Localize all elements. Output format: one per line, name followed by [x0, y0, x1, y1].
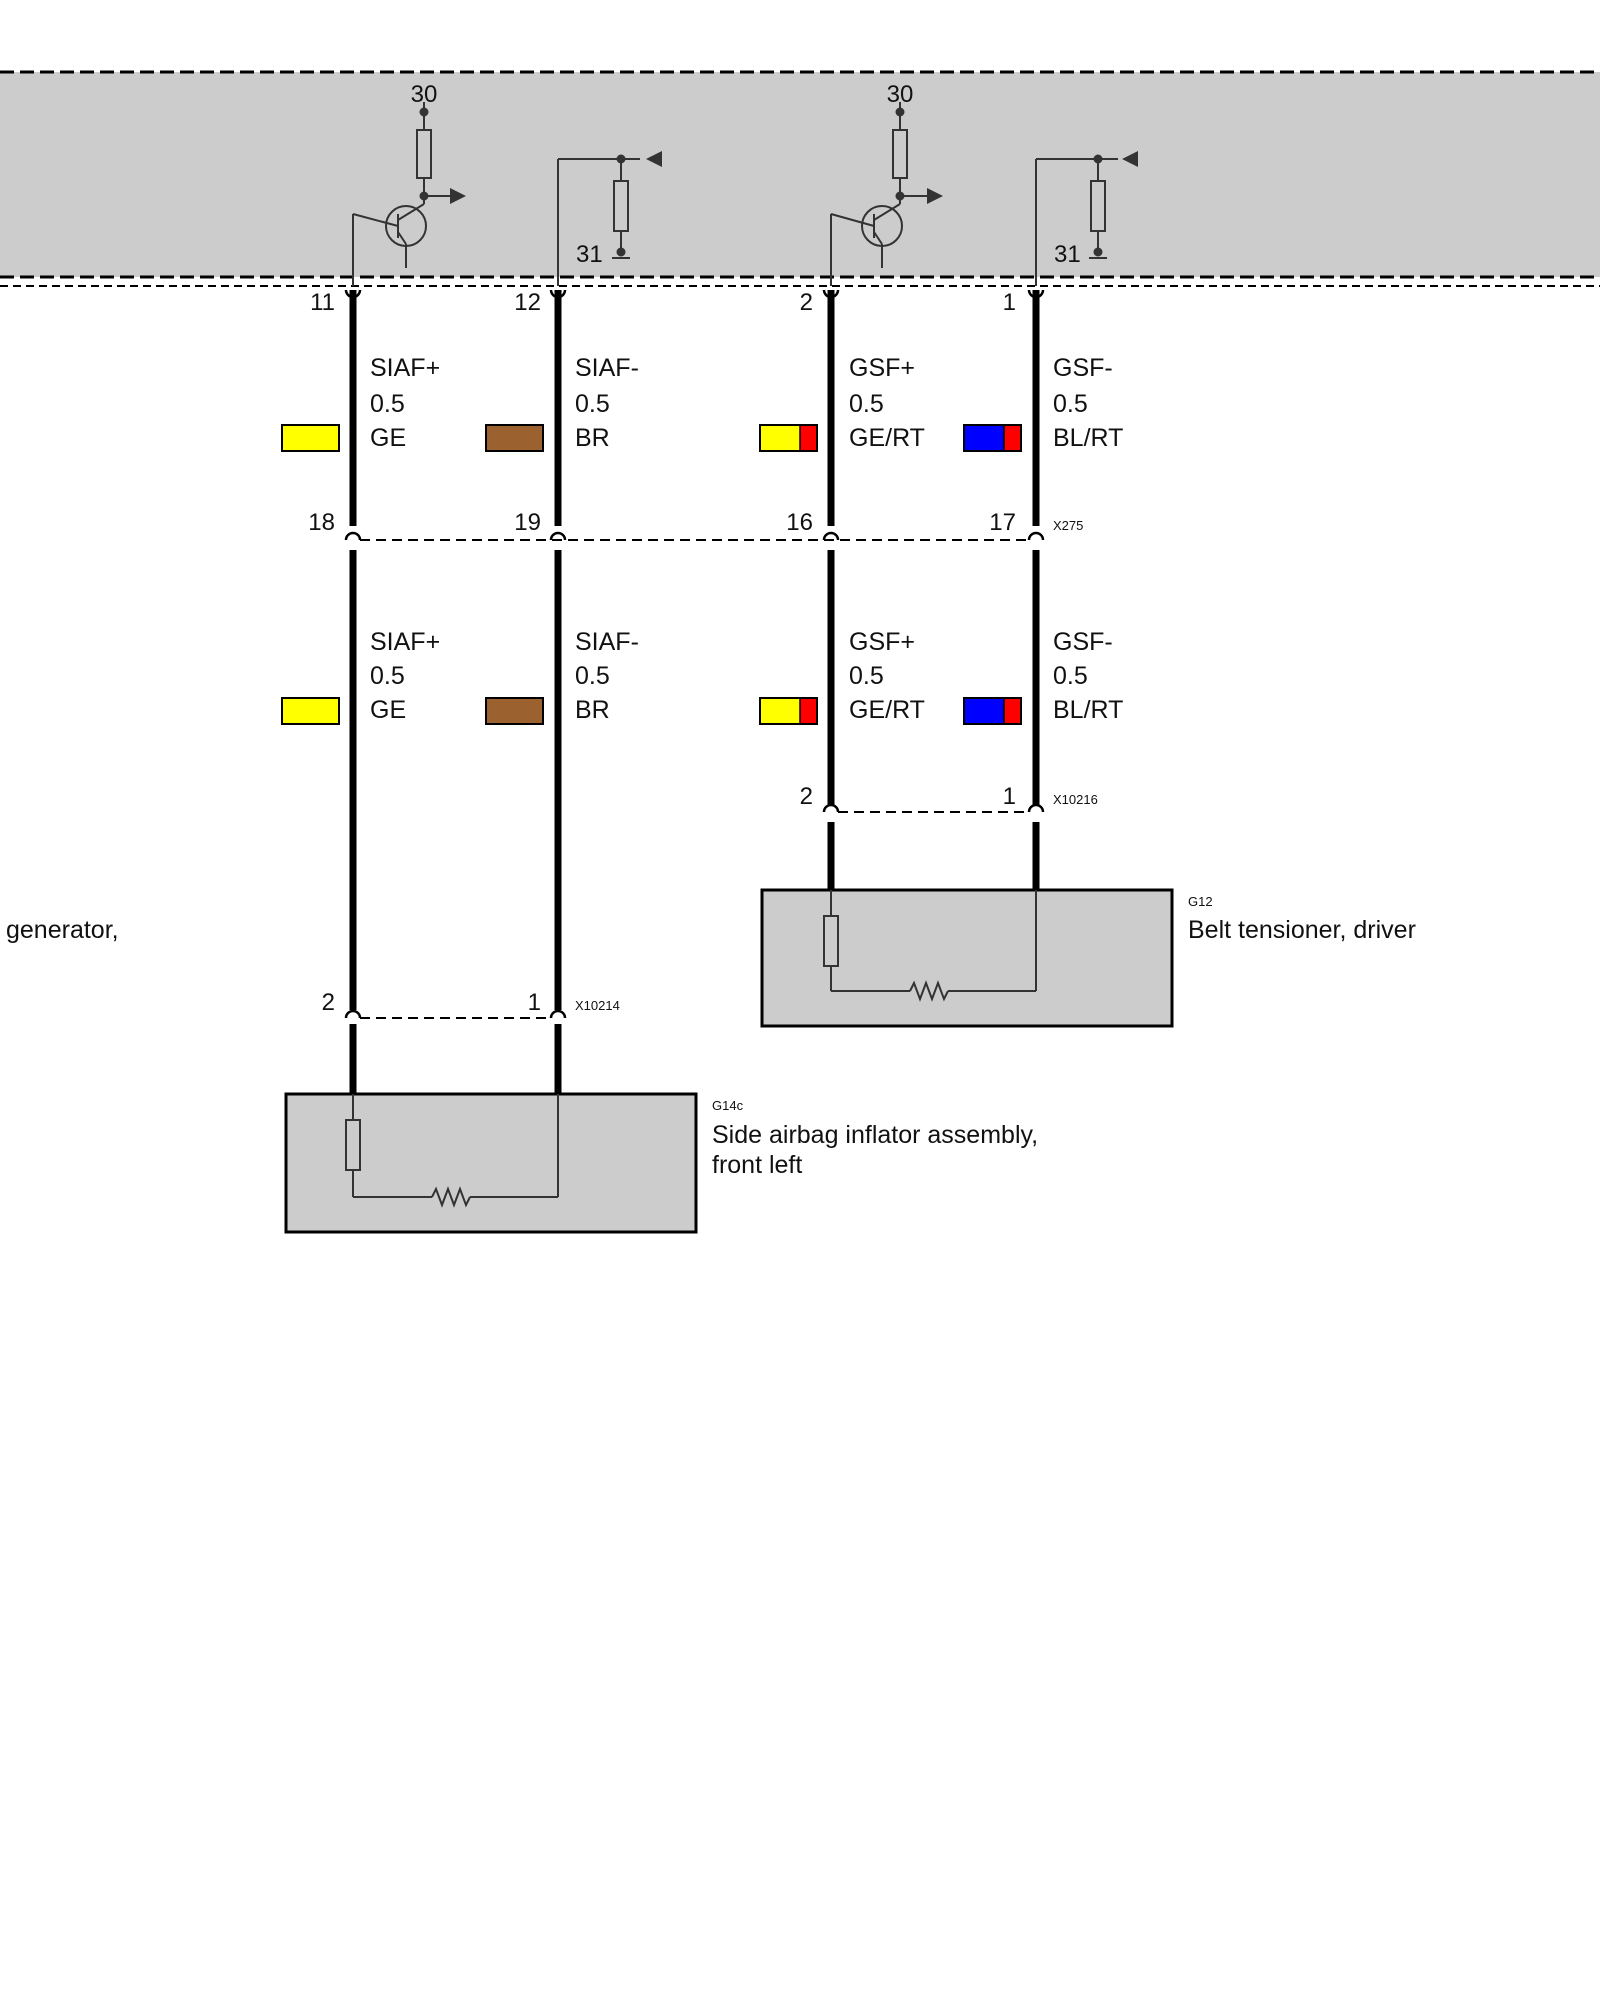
pin-number: 18 [308, 509, 335, 536]
wire-color-code: GE [370, 424, 406, 452]
wire-color-swatch-frame [759, 424, 818, 452]
transistor-output-stage-icon [830, 102, 943, 286]
wire-color-swatch [485, 697, 544, 725]
wire-color-code: BL/RT [1053, 696, 1123, 724]
pin-number: 1 [528, 989, 541, 1016]
pin-number: 2 [800, 289, 813, 316]
control-unit-body [0, 72, 1600, 277]
component-name-line2: front left [712, 1151, 802, 1179]
wire-label-group-upper: SIAF+ 0.5 GE SIAF- 0.5 BR GSF+ 0.5 GE/RT… [370, 354, 1123, 452]
component-code: G14c [712, 1098, 744, 1113]
wire-color-code: BR [575, 696, 610, 724]
wire-gauge-label: 0.5 [370, 390, 405, 418]
connector-label-x10214: X10214 [575, 998, 620, 1013]
wire-signal-label: GSF- [1053, 354, 1113, 382]
wire-color-swatch-primary [760, 698, 800, 724]
component-name-line1: Side airbag inflator assembly, [712, 1121, 1038, 1149]
pin-number: 16 [786, 509, 813, 536]
wire-signal-label: GSF+ [849, 354, 915, 382]
component-g12: G12 Belt tensioner, driver [760, 888, 1416, 1028]
wire-gauge-label: 0.5 [1053, 662, 1088, 690]
wire-color-code: GE [370, 696, 406, 724]
pin-terminals [344, 289, 1045, 1019]
wire-color-code: BR [575, 424, 610, 452]
wire-color-swatch-stripe [1004, 698, 1021, 724]
wire-gauge-label: 0.5 [849, 390, 884, 418]
wire-gauge-label: 0.5 [575, 390, 610, 418]
wire-color-swatch-stripe [800, 698, 817, 724]
wire-color-swatch-frame [963, 424, 1022, 452]
component-code: G12 [1188, 894, 1213, 909]
wire-color-swatches [281, 424, 1022, 725]
resistor-ground-stage-icon [1035, 151, 1138, 286]
wire-gauge-label: 0.5 [575, 662, 610, 690]
truncated-component-label: generator, [6, 916, 119, 944]
ground-label-31-a: 31 [576, 241, 603, 268]
wire-signal-label: GSF- [1053, 628, 1113, 656]
control-unit: 30 31 [0, 70, 1600, 287]
wire-color-code: BL/RT [1053, 424, 1123, 452]
squib-resistor-icon [823, 890, 1037, 1002]
pin-number: 2 [322, 989, 335, 1016]
wire-signal-label: SIAF+ [370, 354, 440, 382]
wire-signal-label: SIAF- [575, 354, 639, 382]
wire-color-swatch-frame [963, 697, 1022, 725]
connector-label-x10216: X10216 [1053, 792, 1098, 807]
pin-number: 1 [1003, 289, 1016, 316]
pin-number: 11 [310, 289, 335, 316]
component-name: Belt tensioner, driver [1188, 916, 1416, 944]
pin-number: 19 [514, 509, 541, 536]
wire-color-swatch-primary [964, 425, 1004, 451]
wire-bundle [349, 290, 1040, 1094]
pin-number: 12 [514, 289, 541, 316]
ground-label-31-b: 31 [1054, 241, 1081, 268]
squib-resistor-icon [345, 1094, 559, 1208]
pin-number: 1 [1003, 783, 1016, 810]
pin-number: 17 [989, 509, 1016, 536]
wire-color-swatch-primary [964, 698, 1004, 724]
resistor-ground-stage-icon [557, 151, 662, 286]
wire-color-swatch-primary [760, 425, 800, 451]
wire-signal-label: SIAF+ [370, 628, 440, 656]
pin-number: 2 [800, 783, 813, 810]
wire-signal-label: GSF+ [849, 628, 915, 656]
supply-label-30-a: 30 [411, 81, 438, 108]
wire-color-code: GE/RT [849, 696, 925, 724]
wire-color-swatch-stripe [1004, 425, 1021, 451]
wire-gauge-label: 0.5 [370, 662, 405, 690]
wire-color-swatch-stripe [800, 425, 817, 451]
wire-label-group-lower: SIAF+ 0.5 GE SIAF- 0.5 BR GSF+ 0.5 GE/RT… [370, 628, 1123, 724]
component-g14c: G14c Side airbag inflator assembly, fron… [284, 1092, 1038, 1234]
transistor-output-stage-icon [352, 102, 466, 286]
wire-color-swatch-frame [759, 697, 818, 725]
connector-label-x275: X275 [1053, 518, 1083, 533]
wire-color-code: GE/RT [849, 424, 925, 452]
supply-label-30-b: 30 [887, 81, 914, 108]
wire-gauge-label: 0.5 [1053, 390, 1088, 418]
wire-color-swatch [281, 697, 340, 725]
wire-gauge-label: 0.5 [849, 662, 884, 690]
wire-signal-label: SIAF- [575, 628, 639, 656]
wire-color-swatch [485, 424, 544, 452]
wire-color-swatch [281, 424, 340, 452]
